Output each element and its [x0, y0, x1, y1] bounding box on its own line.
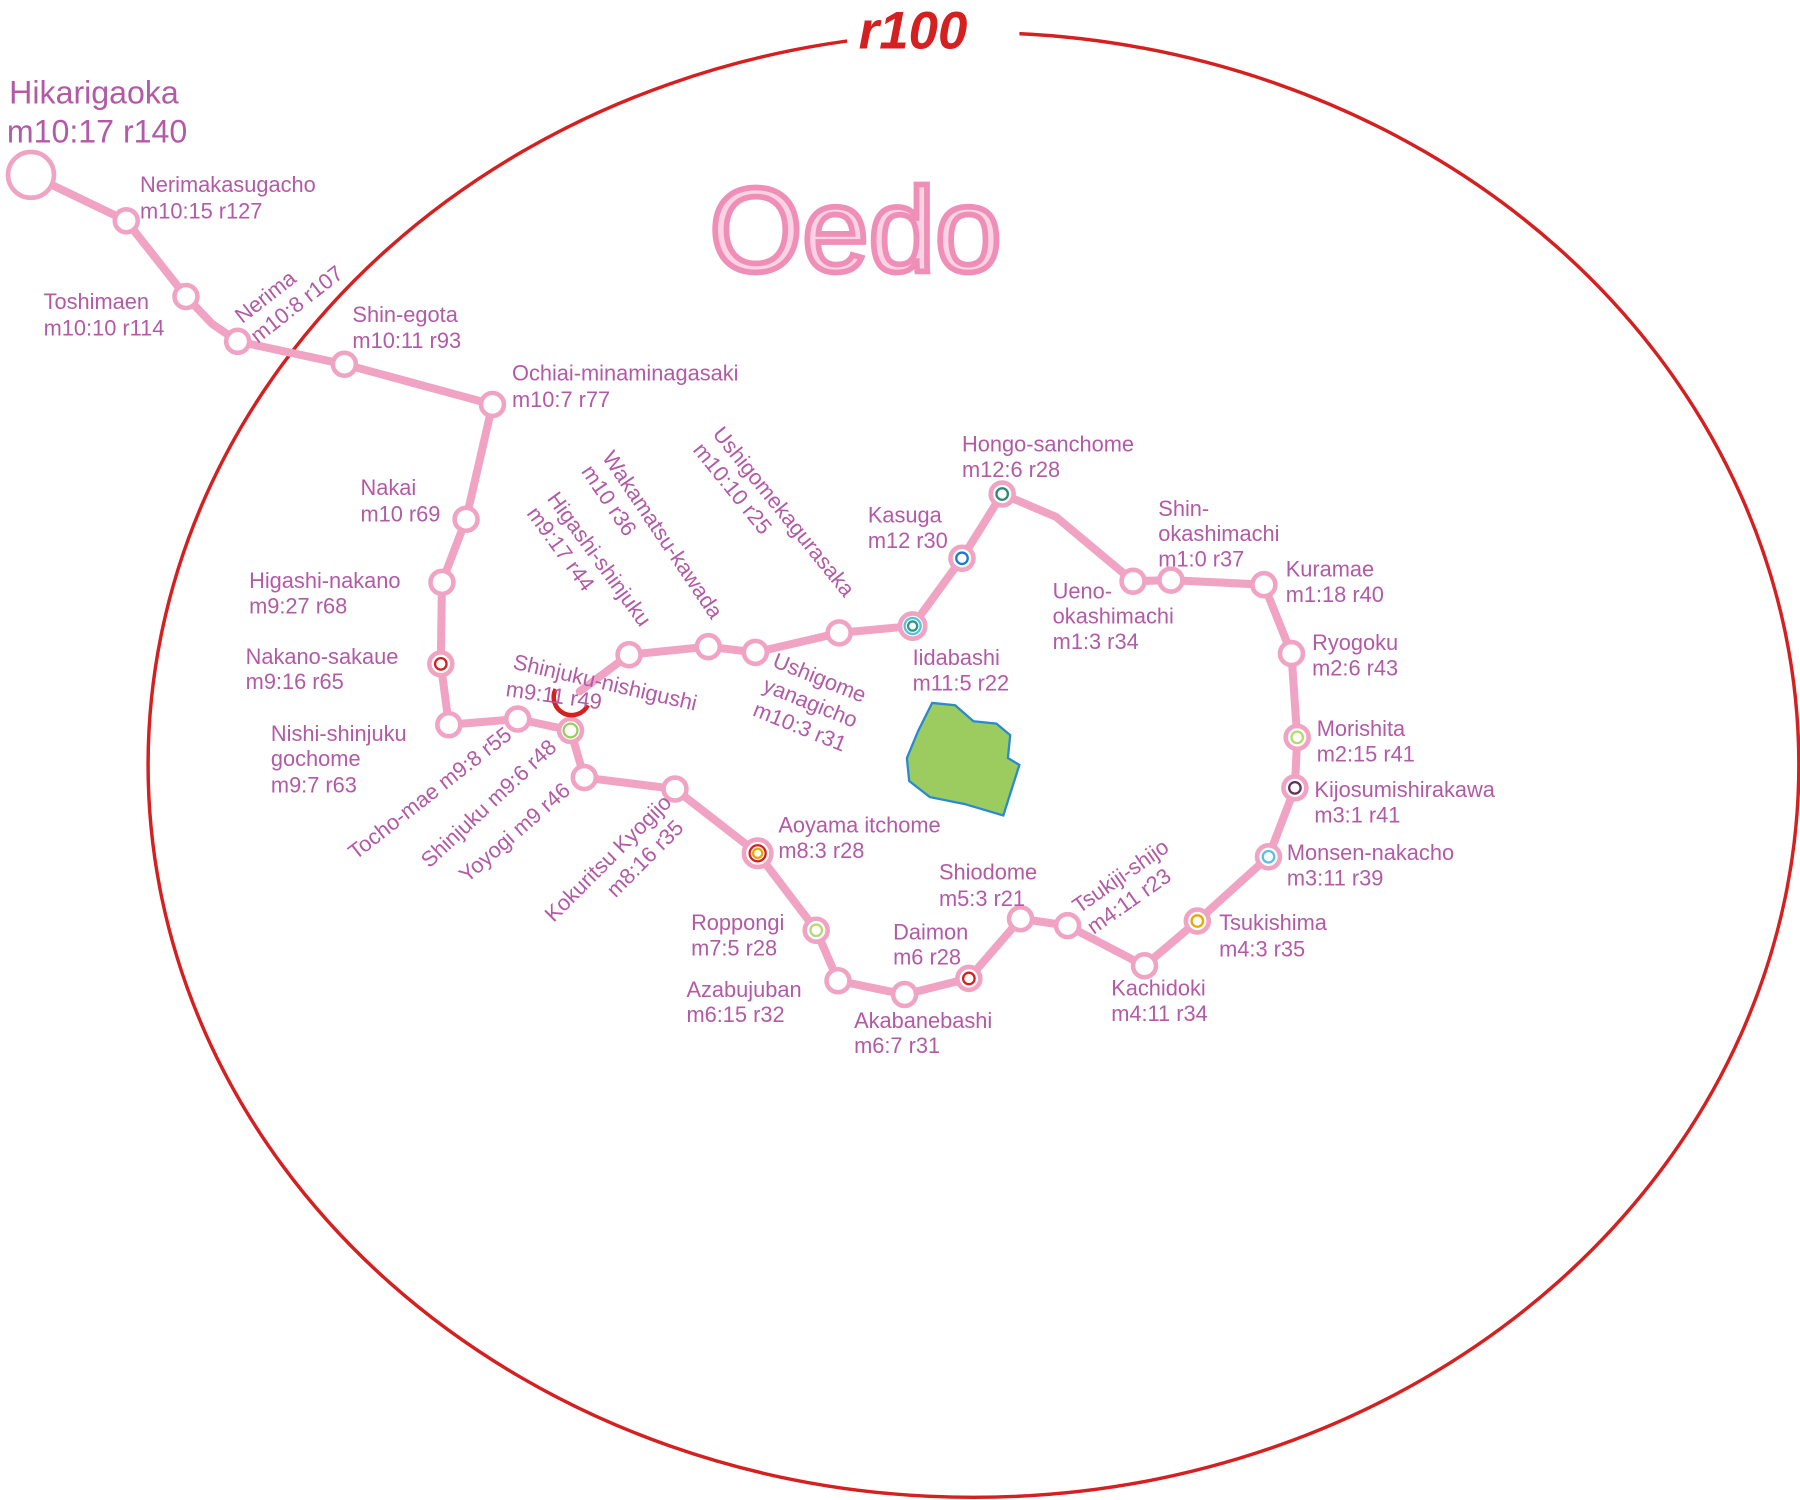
station-node[interactable]: [741, 837, 774, 870]
station-node[interactable]: [955, 964, 983, 993]
transfer-ring: [955, 551, 969, 566]
transfer-ring: [748, 844, 767, 863]
station-node[interactable]: [570, 763, 599, 792]
station-label: Nerimam10:8 r107: [230, 240, 348, 347]
transfer-ring: [433, 657, 448, 671]
oedo-line-track: [26, 170, 1302, 999]
map-title: Oedo: [709, 164, 1001, 297]
station-node[interactable]: [1250, 570, 1278, 599]
station-node[interactable]: [556, 716, 585, 745]
station-node[interactable]: [452, 505, 480, 534]
station-label: Ushigomeyanagichom10:3 r31: [750, 648, 871, 757]
station-node[interactable]: [503, 705, 532, 733]
station-node[interactable]: [1053, 911, 1082, 940]
station-node[interactable]: [1254, 842, 1283, 871]
station-node[interactable]: [1006, 904, 1035, 933]
station-node[interactable]: [1157, 566, 1185, 594]
station-label: Kokuritsu Kyogijom8:16 r35: [539, 790, 694, 945]
station-node[interactable]: [172, 282, 200, 311]
station-node[interactable]: [988, 480, 1016, 508]
station-node[interactable]: [694, 632, 723, 661]
transfer-ring: [1261, 849, 1276, 864]
transfer-ring: [1288, 780, 1302, 795]
station-node[interactable]: [741, 638, 770, 667]
station-node[interactable]: [435, 710, 463, 739]
station-node[interactable]: [1130, 952, 1159, 980]
station-node[interactable]: [661, 775, 689, 803]
station-node[interactable]: [478, 390, 507, 419]
station-label: Tsukiji-shijom4:11 r23: [1068, 834, 1188, 939]
station-node[interactable]: [112, 207, 141, 235]
station-node[interactable]: [825, 619, 853, 647]
transfer-ring: [1290, 730, 1305, 745]
station-node[interactable]: [1283, 723, 1311, 752]
station-node[interactable]: [428, 568, 456, 597]
station-node[interactable]: [824, 966, 852, 995]
station-nodes: [5, 149, 1311, 1009]
transfer-ring: [906, 620, 919, 632]
station-node[interactable]: [1183, 907, 1212, 935]
transfer-ring: [809, 923, 824, 938]
station-node[interactable]: [223, 327, 252, 356]
transfer-ring: [961, 971, 976, 986]
station-node[interactable]: [890, 980, 919, 1009]
station-node[interactable]: [802, 916, 830, 945]
ring-label-bg: [847, 2, 1020, 61]
station-node[interactable]: [948, 544, 976, 573]
station-node[interactable]: [1281, 774, 1309, 802]
station-node[interactable]: [5, 149, 57, 201]
ring-label: r100: [859, 2, 968, 61]
imperial-palace: [905, 701, 1021, 817]
transfer-ring: [995, 487, 1010, 501]
station-node[interactable]: [1277, 639, 1306, 668]
station-node[interactable]: [615, 640, 643, 669]
transfer-ring: [903, 616, 922, 636]
station-node[interactable]: [1119, 567, 1147, 596]
station-node[interactable]: [330, 350, 359, 379]
transfer-ring: [1190, 914, 1205, 928]
transfer-ring: [562, 722, 579, 739]
shinjuku-nishiguchi-ring: [551, 688, 590, 718]
transfer-ring: [751, 847, 764, 860]
station-node[interactable]: [427, 650, 455, 678]
